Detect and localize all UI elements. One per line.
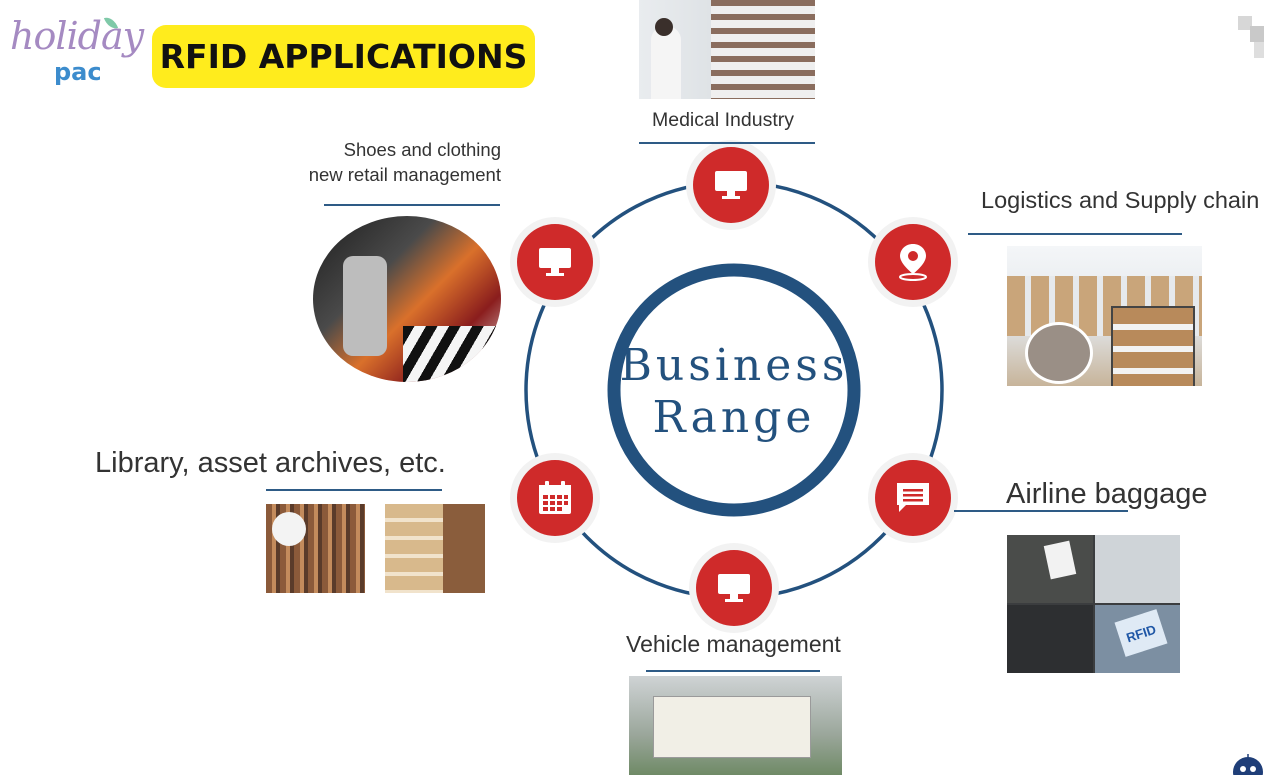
monitor-icon [716,572,752,604]
retail-photo [313,216,501,382]
brand-logo: holiday pac [10,14,140,94]
monitor-icon [537,246,573,278]
node-medical [693,147,769,223]
center-label: Business Range [614,340,854,444]
calendar-icon [536,479,574,517]
retail-label: Shoes and clothing new retail management [290,137,501,187]
retail-label-line1: Shoes and clothing [290,137,501,162]
node-vehicle [696,550,772,626]
document-corner-icon [1232,12,1266,60]
page-title: RFID APPLICATIONS [160,37,528,76]
medical-underline [639,142,815,144]
node-logistics [875,224,951,300]
library-photo-archives [385,504,485,593]
library-label: Library, asset archives, etc. [95,447,446,480]
retail-label-line2: new retail management [290,162,501,187]
node-airline [875,460,951,536]
center-label-line1: Business [614,340,854,392]
monitor-icon [713,169,749,201]
location-pin-icon [896,242,930,282]
vehicle-label: Vehicle management [626,631,841,658]
library-underline [266,489,442,491]
message-icon [894,480,932,516]
airline-underline [954,510,1128,512]
node-library [517,460,593,536]
center-label-line2: Range [614,392,854,444]
vehicle-photo [629,676,842,775]
logo-subword: pac [54,58,102,86]
logistics-photo [1007,246,1202,386]
title-banner: RFID APPLICATIONS [152,25,535,88]
logistics-label: Logistics and Supply chain [981,187,1259,214]
medical-photo [639,0,815,99]
vehicle-underline [646,670,820,672]
retail-underline [324,204,500,206]
logo-wordmark: holiday [10,14,143,58]
airline-label: Airline baggage [1006,478,1208,511]
node-retail [517,224,593,300]
logistics-underline [968,233,1182,235]
robot-badge-icon [1230,754,1266,775]
airline-photo: RFID [1007,535,1180,673]
library-photo-shelves [266,504,365,593]
medical-label: Medical Industry [652,109,794,132]
